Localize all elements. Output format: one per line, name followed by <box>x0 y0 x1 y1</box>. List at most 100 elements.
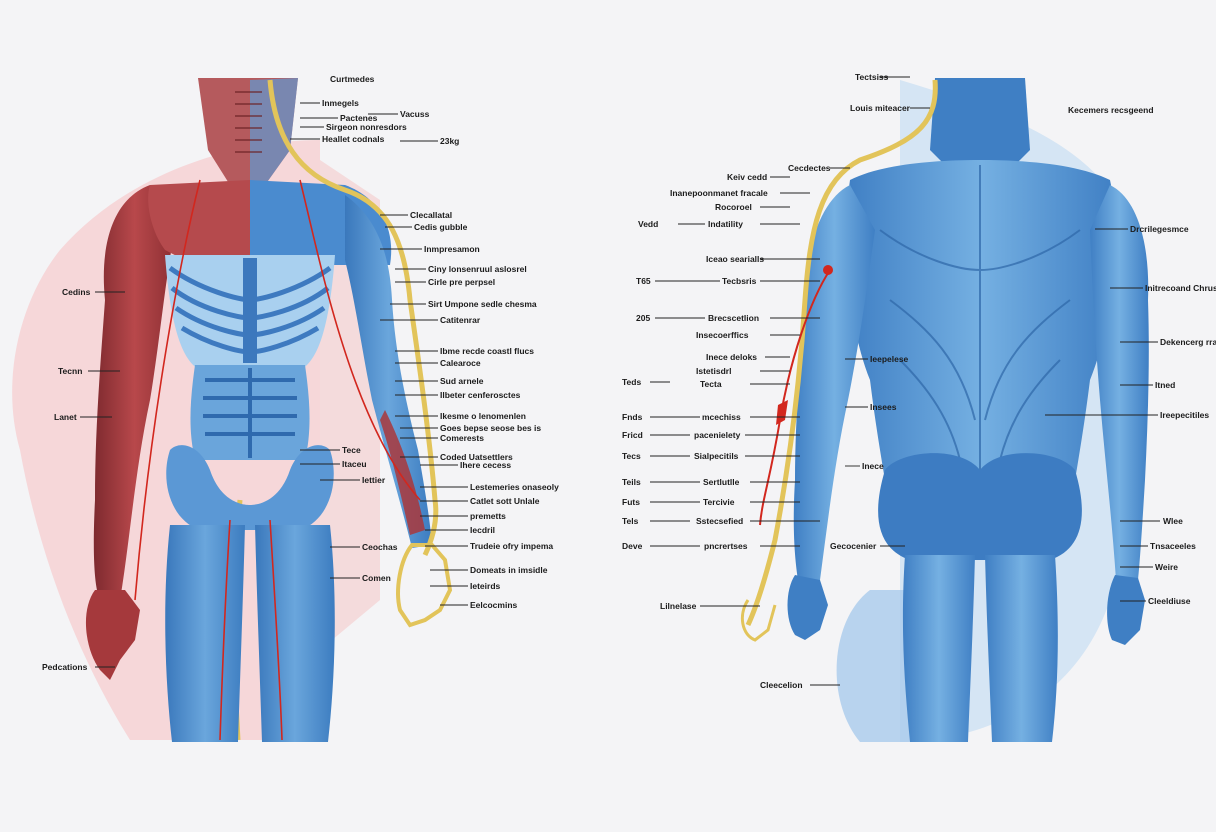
front-label: Ciny lonsenruul aslosrel <box>428 264 527 274</box>
front-label: Sirt Umpone sedle chesma <box>428 299 537 309</box>
front-label: Itaceu <box>342 459 367 469</box>
front-label: Goes bepse seose bes is <box>440 423 541 433</box>
front-label: Coded Uatsettlers <box>440 452 513 462</box>
front-label: Sirgeon nonresdors <box>326 122 407 132</box>
front-left-leg <box>165 525 245 742</box>
front-label: Ieteirds <box>470 581 501 591</box>
back-label: pncrertses <box>704 541 748 551</box>
front-label: Curtmedes <box>330 74 375 84</box>
back-label: Cleecelion <box>760 680 803 690</box>
front-label: Lanet <box>54 412 77 422</box>
front-left-arm-red <box>93 185 175 600</box>
front-label: Ikesme o lenomenlen <box>440 411 526 421</box>
back-label: Indatility <box>708 219 743 229</box>
back-label: Inece <box>862 461 884 471</box>
back-label: Cleeldiuse <box>1148 596 1191 606</box>
back-nerve-trunk <box>745 79 938 627</box>
back-label: Iceao searialls <box>706 254 764 264</box>
back-label: Tecbsris <box>722 276 757 286</box>
back-label: Dekencerg rraecesse <box>1160 337 1216 347</box>
back-label: Sialpecitils <box>694 451 739 461</box>
front-left-hand <box>85 590 140 680</box>
back-label: Tnsaceeles <box>1150 541 1196 551</box>
front-pelvis <box>166 445 334 530</box>
back-gluteal <box>878 453 1082 560</box>
back-vessel-dot-2 <box>776 400 788 425</box>
front-label: Cedis gubble <box>414 222 468 232</box>
back-label: mcechiss <box>702 412 741 422</box>
back-label: Tecta <box>700 379 722 389</box>
back-label: Ireepecitiles <box>1160 410 1209 420</box>
back-label: T65 <box>636 276 651 286</box>
back-left-leg <box>902 555 975 742</box>
front-label: Inmegels <box>322 98 359 108</box>
front-label: Trudeie ofry impema <box>470 541 553 551</box>
back-label: Lilnelase <box>660 601 697 611</box>
front-label: Cirle pre perpsel <box>428 277 495 287</box>
front-label: Vacuss <box>400 109 430 119</box>
back-left-arm <box>793 185 875 580</box>
back-label: Futs <box>622 497 640 507</box>
front-label: Calearoce <box>440 358 481 368</box>
front-label: Catitenrar <box>440 315 481 325</box>
back-label: Initrecoand Chruss stiencs <box>1145 283 1216 293</box>
front-label: Tecnn <box>58 366 82 376</box>
back-label: Rocoroel <box>715 202 752 212</box>
front-label: Ibme recde coastl flucs <box>440 346 534 356</box>
back-label: Insees <box>870 402 897 412</box>
front-right-hand-nerve <box>396 543 453 628</box>
back-label: Tels <box>622 516 639 526</box>
front-label: Ceochas <box>362 542 398 552</box>
back-label: Kecemers recsgeend <box>1068 105 1154 115</box>
front-sternum <box>243 258 257 363</box>
back-vessel-dot <box>823 265 833 275</box>
back-label: Fricd <box>622 430 643 440</box>
front-label: Sud arnele <box>440 376 484 386</box>
spine-vertebrae <box>235 91 262 153</box>
back-label: Wlee <box>1163 516 1183 526</box>
back-label: Tectsiss <box>855 72 889 82</box>
front-label: Ilbeter cenferosctes <box>440 390 521 400</box>
back-label: Ieepelese <box>870 354 909 364</box>
back-label: Deve <box>622 541 643 551</box>
front-nerve-trunk <box>267 79 439 557</box>
back-label: Sertlutlle <box>703 477 740 487</box>
back-label: Tercivie <box>703 497 735 507</box>
front-right-arm-blue <box>345 195 432 548</box>
front-label: Pedcations <box>42 662 88 672</box>
back-label: Sstecsefied <box>696 516 743 526</box>
front-label: Heallet codnals <box>322 134 385 144</box>
front-label: Pactenes <box>340 113 378 123</box>
back-torso <box>846 160 1117 480</box>
back-label: Istetisdrl <box>696 366 731 376</box>
front-label: Comerests <box>440 433 484 443</box>
front-pectoral-red <box>148 180 250 268</box>
back-label: Gecocenier <box>830 541 877 551</box>
back-label: Teds <box>622 377 641 387</box>
front-label: Tece <box>342 445 361 455</box>
back-label: Brecscetlion <box>708 313 759 323</box>
front-right-leg <box>255 525 335 742</box>
back-label: Louis miteacer <box>850 103 911 113</box>
front-label: Ihere cecess <box>460 460 511 470</box>
back-label: Keiv cedd <box>727 172 767 182</box>
back-label: Tecs <box>622 451 641 461</box>
back-label: Inece deloks <box>706 352 757 362</box>
front-label: Inmpresamon <box>424 244 480 254</box>
front-label: Domeats in imsidle <box>470 565 548 575</box>
back-label: Teils <box>622 477 641 487</box>
back-neck <box>930 78 1030 180</box>
front-label: Eelcocmins <box>470 600 518 610</box>
back-label: Vedd <box>638 219 658 229</box>
back-label: Drcrilegesmce <box>1130 224 1189 234</box>
back-label: Insecoerffics <box>696 330 749 340</box>
back-right-hand <box>1107 575 1145 645</box>
front-label: Iecdril <box>470 525 495 535</box>
back-label: pacenielety <box>694 430 741 440</box>
front-label: Clecallatal <box>410 210 452 220</box>
front-label: Lestemeries onaseoly <box>470 482 559 492</box>
